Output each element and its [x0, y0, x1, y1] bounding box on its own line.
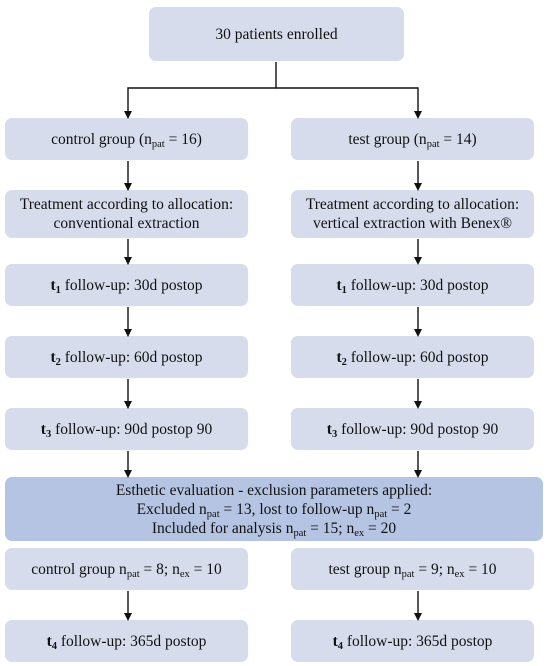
test-t1-box: t1 follow-up: 30d postop	[291, 264, 534, 306]
test-t4-box: t4 follow-up: 365d postop	[291, 620, 534, 662]
test-final-group-box: test group npat = 9; nex = 10	[291, 548, 534, 590]
enrolled-box: 30 patients enrolled	[149, 7, 404, 61]
test-group-label: test group (npat = 14)	[348, 130, 477, 150]
control-t3-label: t3 follow-up: 90d postop 90	[40, 420, 213, 440]
control-t3-box: t3 follow-up: 90d postop 90	[5, 408, 248, 450]
enrolled-text: 30 patients enrolled	[215, 25, 338, 43]
evaluation-line1: Esthetic evaluation - exclusion paramete…	[115, 481, 433, 499]
test-group-box: test group (npat = 14)	[291, 118, 534, 160]
control-group-label: control group (npat = 16)	[51, 130, 202, 150]
test-t2-label: t2 follow-up: 60d postop	[336, 348, 489, 368]
control-t2-box: t2 follow-up: 60d postop	[5, 336, 248, 378]
test-t3-box: t3 follow-up: 90d postop 90	[291, 408, 534, 450]
control-t2-label: t2 follow-up: 60d postop	[50, 348, 203, 368]
control-t1-label: t1 follow-up: 30d postop	[50, 276, 203, 296]
test-final-group-label: test group npat = 9; nex = 10	[328, 560, 497, 580]
control-final-group-label: control group npat = 8; nex = 10	[31, 560, 222, 580]
control-group-box: control group (npat = 16)	[5, 118, 248, 160]
test-t3-label: t3 follow-up: 90d postop 90	[326, 420, 499, 440]
test-treatment-line2: vertical extraction with Benex®	[313, 215, 512, 232]
split-arrow-right	[276, 87, 422, 119]
test-t1-label: t1 follow-up: 30d postop	[336, 276, 489, 296]
test-t4-label: t4 follow-up: 365d postop	[332, 632, 493, 652]
evaluation-line2: Excluded npat = 13, lost to follow-up np…	[136, 500, 412, 520]
test-treatment-line1: Treatment according to allocation:	[305, 196, 520, 213]
control-t4-box: t4 follow-up: 365d postop	[5, 620, 248, 662]
split-arrow-left	[124, 62, 277, 119]
control-t1-box: t1 follow-up: 30d postop	[5, 264, 248, 306]
control-treatment-line2: conventional extraction	[53, 215, 200, 232]
control-final-group-box: control group npat = 8; nex = 10	[5, 548, 248, 590]
control-treatment-line1: Treatment according to allocation:	[19, 196, 234, 213]
control-t4-label: t4 follow-up: 365d postop	[46, 632, 207, 652]
test-treatment-box: Treatment according to allocation: verti…	[291, 190, 534, 238]
evaluation-line3: Included for analysis npat = 15; nex = 2…	[151, 519, 397, 539]
control-treatment-box: Treatment according to allocation: conve…	[5, 190, 248, 238]
test-t2-box: t2 follow-up: 60d postop	[291, 336, 534, 378]
evaluation-box: Esthetic evaluation - exclusion paramete…	[5, 477, 543, 541]
